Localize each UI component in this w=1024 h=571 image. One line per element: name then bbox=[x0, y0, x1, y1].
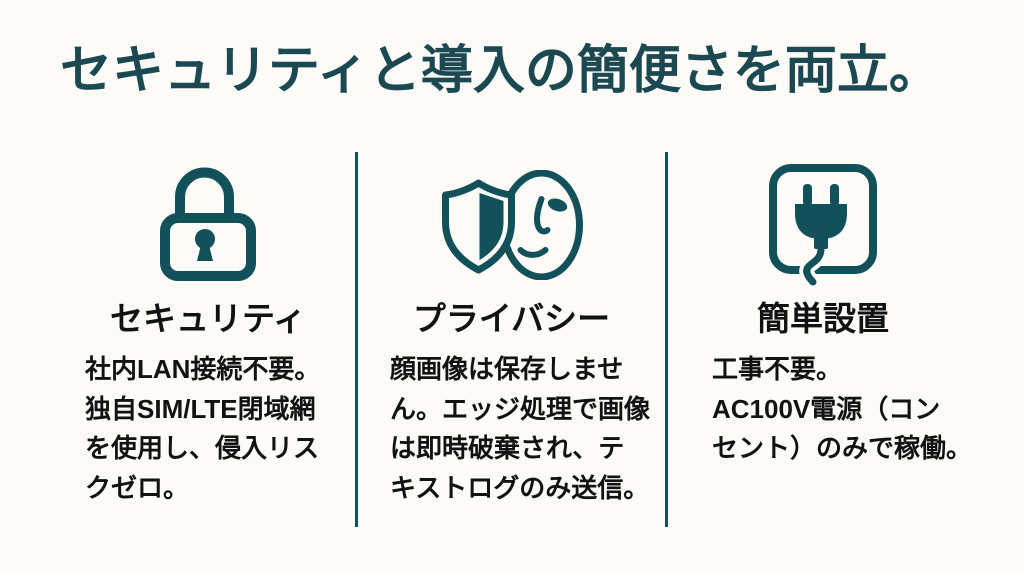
feature-heading: 簡単設置 bbox=[757, 300, 889, 337]
icon-box-security bbox=[60, 150, 356, 290]
feature-description: 顔画像は保存しませ ん。エッジ処理で画像 は即時破棄され、テ キストログのみ送信… bbox=[390, 354, 651, 503]
shield-face-icon bbox=[441, 170, 583, 280]
power-plug-icon bbox=[769, 164, 877, 288]
feature-column-privacy: プライバシー 顔画像は保存しませ ん。エッジ処理で画像 は即時破棄され、テ キス… bbox=[356, 150, 667, 540]
feature-description: 社内LAN接続不要。 独自SIM/LTE閉域網 を使用し、侵入リス クゼロ。 bbox=[85, 354, 321, 503]
column-divider-2 bbox=[665, 152, 668, 527]
icon-box-privacy bbox=[356, 150, 667, 290]
feature-column-security: セキュリティ 社内LAN接続不要。 独自SIM/LTE閉域網 を使用し、侵入リス… bbox=[60, 150, 356, 540]
feature-heading: セキュリティ bbox=[109, 300, 307, 337]
column-divider-1 bbox=[355, 152, 358, 527]
page-title: セキュリティと導入の簡便さを両立。 bbox=[60, 42, 941, 100]
feature-heading: プライバシー bbox=[412, 300, 611, 337]
feature-column-easy-setup: 簡単設置 工事不要。 AC100V電源（コン セント）のみで稼働。 bbox=[667, 150, 979, 540]
icon-box-easy-setup bbox=[667, 150, 979, 290]
feature-description: 工事不要。 AC100V電源（コン セント）のみで稼働。 bbox=[712, 354, 973, 463]
lock-icon bbox=[160, 167, 256, 281]
